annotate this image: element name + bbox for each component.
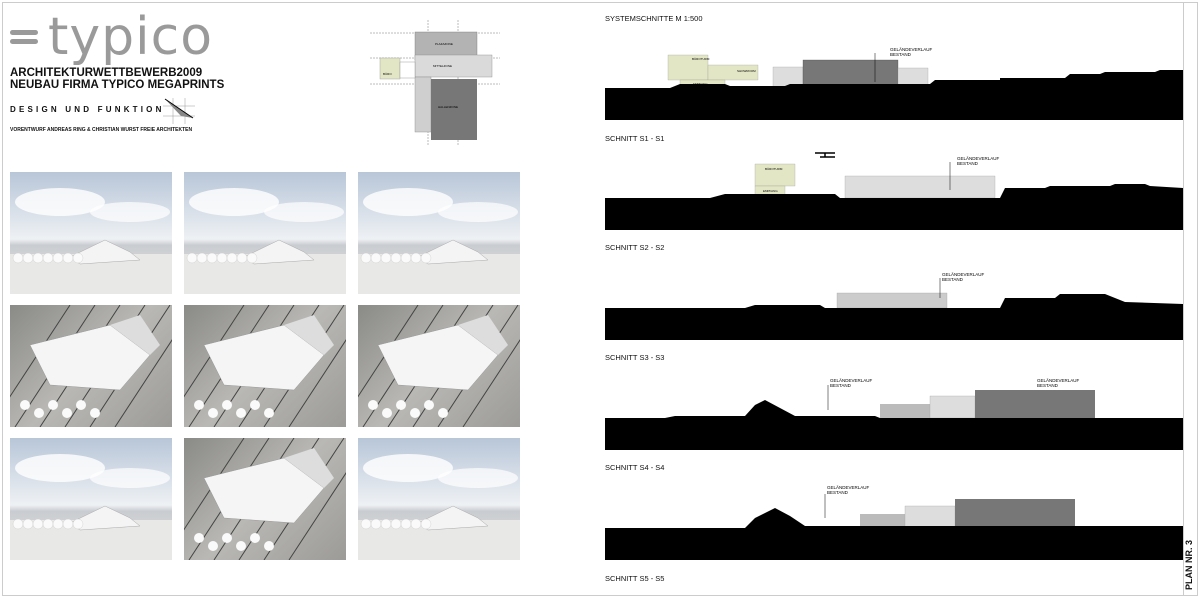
section-title: SCHNITT S4 - S4	[605, 463, 665, 472]
model-photo	[358, 305, 520, 427]
room-label: BÜROTURM	[765, 167, 783, 171]
terrain-annotation: BESTAND	[957, 161, 979, 166]
terrain-annotation: GELÄNDEVERLAUF	[827, 484, 870, 490]
authors: VORENTWURF ANDREAS RING & CHRISTIAN WURS…	[10, 127, 193, 133]
terrain-annotation: BESTAND	[942, 277, 964, 282]
section-drawing-s1: GELÄNDEVERLAUF BESTAND BÜROTURM EMPFANG	[605, 152, 1183, 230]
terrain-annotation: GELÄNDEVERLAUF	[1037, 377, 1080, 383]
model-photo	[10, 172, 172, 294]
typico-logo: typico	[10, 11, 213, 63]
model-photo	[10, 438, 172, 560]
zone-label: PLAZAZONE	[435, 42, 453, 46]
model-photo	[184, 172, 346, 294]
zone-label: BÜRO	[383, 72, 392, 76]
room-label: EMPFANG	[693, 82, 708, 86]
terrain-annotation: BESTAND	[1037, 383, 1059, 388]
terrain-annotation: GELÄNDEVERLAUF	[830, 377, 873, 383]
divider	[1183, 2, 1184, 596]
model-photo	[358, 438, 520, 560]
plan-number: PLAN NR. 3	[1184, 539, 1194, 590]
section-drawing-s3: GELÄNDEVERLAUF BESTAND GELÄNDEVERLAUF BE…	[605, 377, 1183, 450]
section-drawing-s2: GELÄNDEVERLAUF BESTAND	[605, 271, 1183, 340]
model-photo	[184, 438, 346, 560]
project-title: NEUBAU FIRMA TYPICO MEGAPRINTS	[10, 79, 225, 91]
architect-mark-icon	[163, 98, 195, 124]
section-title: SYSTEMSCHNITTE M 1:500	[605, 14, 703, 23]
room-label: SHOWROOM	[737, 69, 756, 73]
zone-label: MITTELZONE	[433, 64, 452, 68]
section-drawing-s4: GELÄNDEVERLAUF BESTAND	[605, 484, 1183, 560]
section-title: SCHNITT S1 - S1	[605, 134, 665, 143]
terrain-annotation: BESTAND	[890, 52, 912, 57]
section-title: SCHNITT S2 - S2	[605, 243, 665, 252]
terrain-annotation: BESTAND	[830, 383, 852, 388]
motto: DESIGN UND FUNKTION	[10, 105, 165, 114]
terrain-annotation: GELÄNDEVERLAUF	[890, 46, 933, 52]
zone-label: HALLENZONE	[438, 105, 458, 109]
model-photo	[10, 305, 172, 427]
room-label: EMPFANG	[763, 189, 778, 193]
terrain-annotation: GELÄNDEVERLAUF	[957, 155, 1000, 161]
section-drawing-system: GELÄNDEVERLAUF BESTAND BÜROTURM SHOWROOM…	[605, 46, 1183, 120]
section-title: SCHNITT S5 - S5	[605, 574, 665, 583]
site-plan-diagram: PLAZAZONE MITTELZONE HALLENZONE BÜRO	[370, 20, 500, 145]
model-photo	[358, 172, 520, 294]
terrain-annotation: BESTAND	[827, 490, 849, 495]
section-title: SCHNITT S3 - S3	[605, 353, 665, 362]
room-label: BÜROTURM	[692, 57, 710, 61]
model-photo	[184, 305, 346, 427]
terrain-annotation: GELÄNDEVERLAUF	[942, 271, 985, 277]
